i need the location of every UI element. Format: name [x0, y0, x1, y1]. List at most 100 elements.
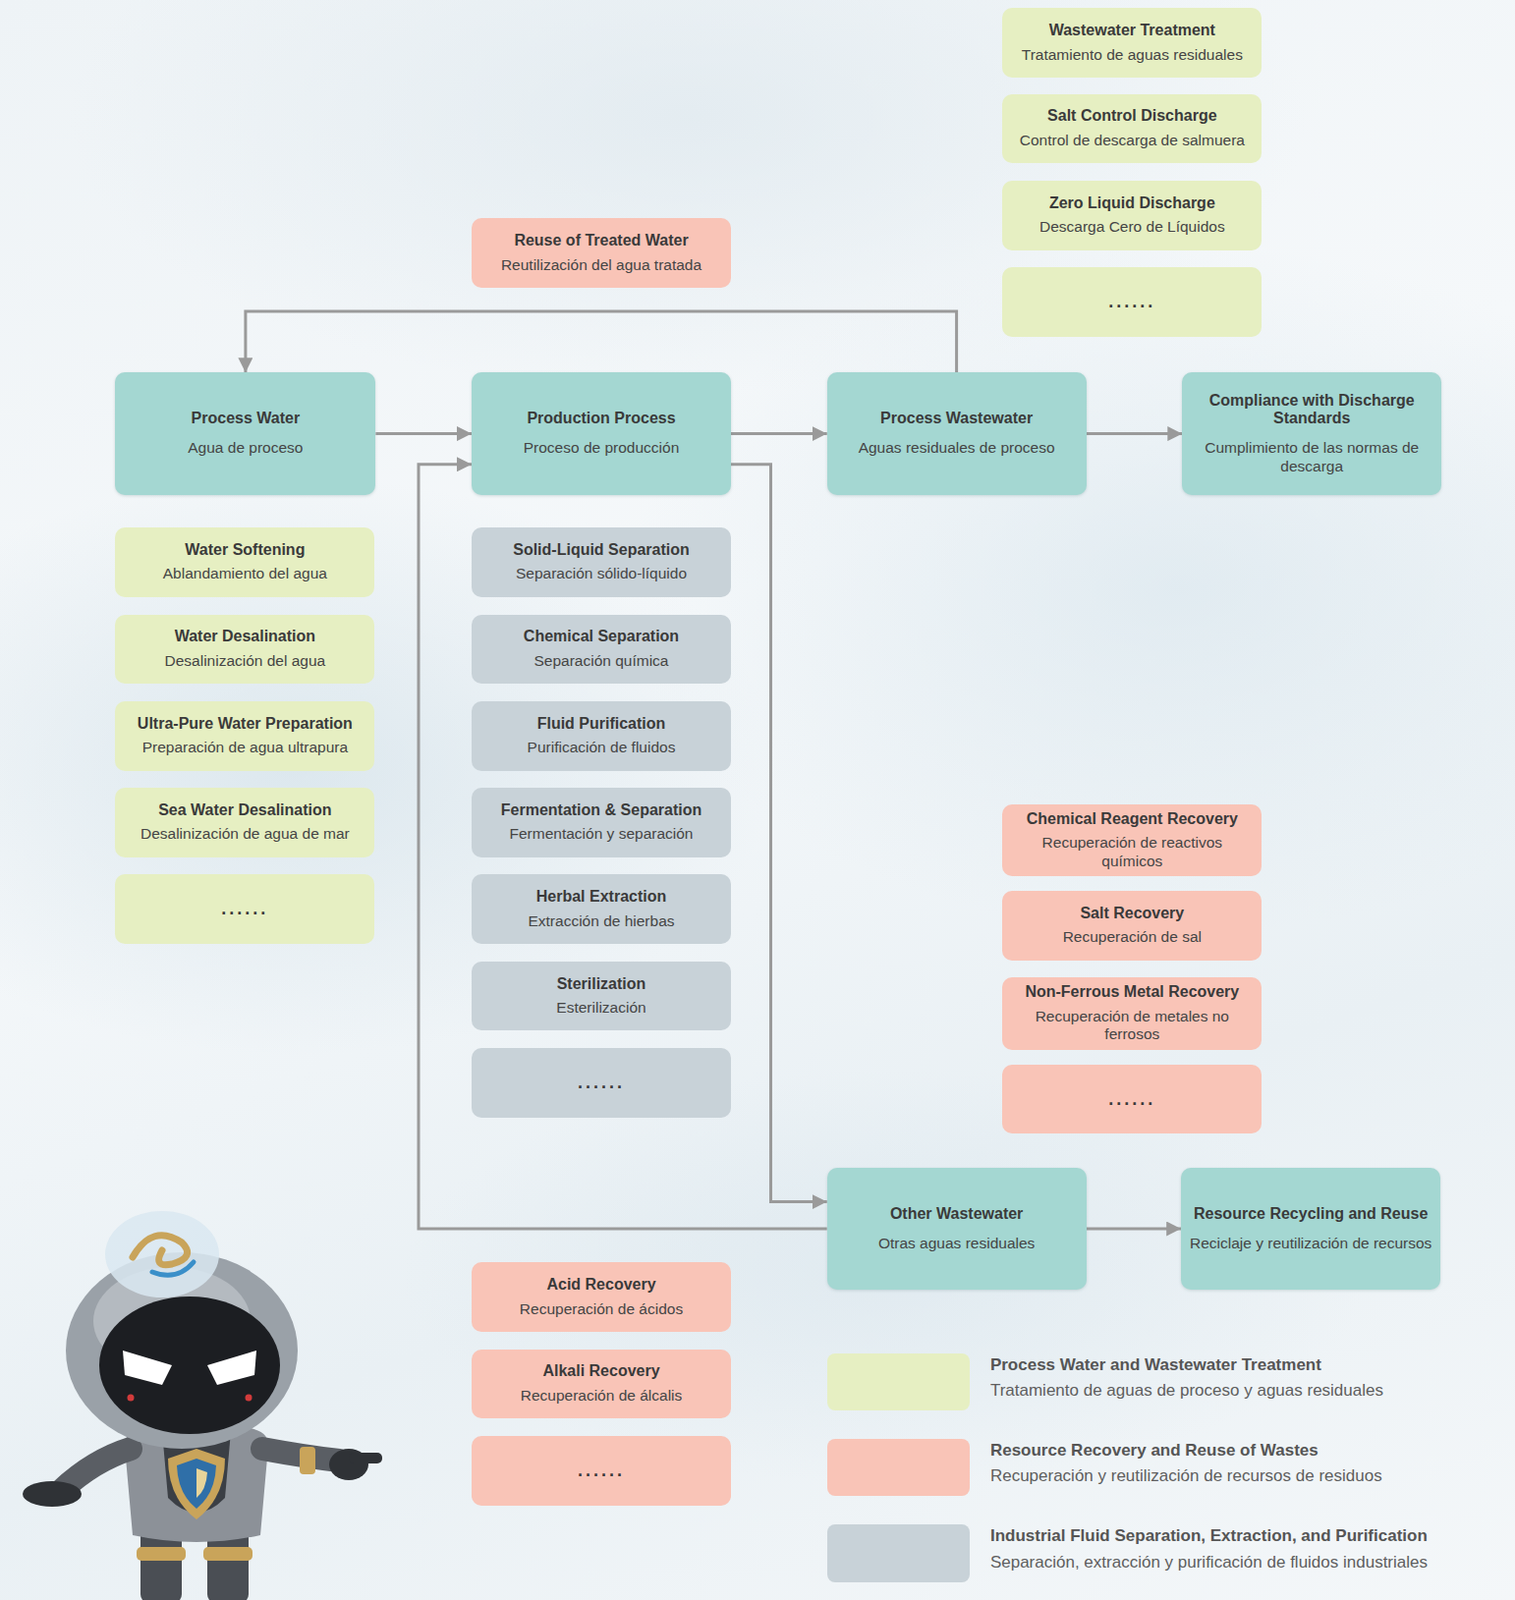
- box-subtitle: Recuperación de ácidos: [519, 1300, 683, 1320]
- box-heading: Water Softening: [184, 541, 305, 560]
- box-heading: Resource Recycling and Reuse: [1193, 1205, 1428, 1224]
- box-subtitle: Control de descarga de salmuera: [1019, 131, 1245, 151]
- resource-recovery-box: ......: [1002, 1065, 1262, 1135]
- box-heading: Zero Liquid Discharge: [1049, 194, 1216, 213]
- box-heading: Fluid Purification: [537, 715, 667, 733]
- box-heading: Alkali Recovery: [542, 1362, 660, 1381]
- robot-dome-swirl: [132, 1235, 188, 1266]
- resource-recovery-box: Non-Ferrous Metal RecoveryRecuperación d…: [1002, 977, 1262, 1051]
- robot-eye: [122, 1350, 172, 1386]
- robot-shield-mark: [196, 1468, 208, 1499]
- box-subtitle: Recuperación de metales no ferrosos: [1010, 1008, 1254, 1045]
- legend-swatch: [827, 1353, 970, 1411]
- resource-recovery-box: Reuse of Treated WaterReutilización del …: [471, 218, 731, 288]
- resource-recovery-box: Acid RecoveryRecuperación de ácidos: [471, 1262, 731, 1333]
- process-stage-box: Resource Recycling and ReuseReciclaje y …: [1180, 1168, 1441, 1291]
- robot-hand: [22, 1481, 82, 1508]
- box-subtitle: Esterilización: [556, 999, 646, 1018]
- robot-dome: [105, 1211, 220, 1298]
- separation-box: Fermentation & SeparationFermentación y …: [471, 787, 731, 858]
- box-subtitle: Descarga Cero de Líquidos: [1039, 218, 1226, 237]
- flow-arrow: [730, 464, 828, 1203]
- robot-shield-inner: [176, 1458, 217, 1510]
- box-subtitle: Separación química: [534, 652, 670, 672]
- box-heading: Wastewater Treatment: [1049, 21, 1216, 40]
- legend-translation: Recuperación y reutilización de recursos…: [990, 1466, 1508, 1487]
- legend-translation: Separación, extracción y purificación de…: [990, 1553, 1508, 1573]
- ellipsis-text: ......: [1108, 291, 1156, 313]
- box-subtitle: Aguas residuales de proceso: [858, 439, 1056, 458]
- legend-label: Industrial Fluid Separation, Extraction,…: [990, 1526, 1508, 1547]
- ellipsis-text: ......: [221, 898, 269, 920]
- box-subtitle: Recuperación de reactivos químicos: [1010, 834, 1254, 871]
- ellipsis-text: ......: [577, 1072, 625, 1094]
- flow-arrow: [730, 432, 828, 436]
- box-heading: Chemical Separation: [523, 627, 679, 646]
- box-heading: Salt Recovery: [1079, 904, 1184, 923]
- water-treatment-box: Ultra-Pure Water PreparationPreparación …: [114, 701, 375, 772]
- robot-light: [245, 1395, 253, 1403]
- box-heading: Compliance with Discharge Standards: [1189, 392, 1434, 429]
- box-heading: Process Water: [191, 409, 301, 428]
- robot-face: [99, 1296, 281, 1435]
- box-subtitle: Otras aguas residuales: [878, 1234, 1035, 1254]
- robot-mascot: [14, 1203, 389, 1600]
- robot-leg-band: [203, 1547, 253, 1562]
- box-heading: Non-Ferrous Metal Recovery: [1024, 983, 1239, 1002]
- robot-eye: [207, 1350, 257, 1386]
- robot-leg-band: [136, 1547, 186, 1562]
- box-subtitle: Cumplimiento de las normas de descarga: [1189, 439, 1434, 476]
- legend-swatch: [827, 1524, 970, 1582]
- resource-recovery-box: Alkali RecoveryRecuperación de álcalis: [471, 1349, 731, 1420]
- box-heading: Water Desalination: [174, 627, 316, 646]
- box-subtitle: Desalinización del agua: [165, 652, 327, 672]
- legend-label: Process Water and Wastewater Treatment: [990, 1355, 1508, 1376]
- legend-swatch: [827, 1439, 970, 1497]
- box-heading: Salt Control Discharge: [1047, 107, 1217, 125]
- robot-dome-swirl: [152, 1262, 194, 1276]
- separation-box: Chemical SeparationSeparación química: [471, 615, 731, 685]
- box-subtitle: Reutilización del agua tratada: [501, 256, 702, 276]
- box-subtitle: Ablandamiento del agua: [163, 564, 328, 584]
- robot-arm-band: [299, 1447, 316, 1475]
- box-subtitle: Extracción de hierbas: [527, 912, 674, 932]
- separation-box: Herbal ExtractionExtracción de hierbas: [471, 874, 731, 945]
- legend-label: Resource Recovery and Reuse of Wastes: [990, 1441, 1508, 1461]
- ellipsis-text: ......: [577, 1460, 625, 1482]
- box-heading: Sterilization: [557, 975, 647, 994]
- separation-box: ......: [471, 1048, 731, 1119]
- flow-arrow: [1086, 432, 1183, 436]
- box-subtitle: Recuperación de sal: [1063, 928, 1202, 948]
- robot-finger: [348, 1453, 383, 1464]
- ellipsis-text: ......: [1108, 1089, 1156, 1111]
- water-treatment-box: Sea Water DesalinationDesalinización de …: [114, 787, 375, 858]
- robot-arm: [61, 1449, 131, 1491]
- water-treatment-box: Zero Liquid DischargeDescarga Cero de Lí…: [1002, 180, 1262, 251]
- separation-box: SterilizationEsterilización: [471, 961, 731, 1032]
- box-subtitle: Preparación de agua ultrapura: [142, 738, 348, 758]
- flow-arrow: [1086, 1228, 1182, 1232]
- box-subtitle: Agua de proceso: [187, 439, 303, 458]
- box-heading: Other Wastewater: [890, 1205, 1023, 1224]
- process-stage-box: Process WastewaterAguas residuales de pr…: [827, 372, 1087, 496]
- box-subtitle: Fermentación y separación: [509, 825, 694, 844]
- box-heading: Reuse of Treated Water: [513, 231, 688, 250]
- box-heading: Acid Recovery: [546, 1276, 656, 1294]
- resource-recovery-box: Chemical Reagent RecoveryRecuperación de…: [1002, 804, 1262, 878]
- box-heading: Fermentation & Separation: [501, 801, 702, 820]
- process-stage-box: Other WastewaterOtras aguas residuales: [827, 1168, 1087, 1291]
- separation-box: Fluid PurificationPurificación de fluido…: [471, 701, 731, 772]
- box-subtitle: Tratamiento de aguas residuales: [1021, 46, 1243, 65]
- flow-arrow: [245, 311, 957, 373]
- water-treatment-box: ......: [114, 874, 375, 945]
- legend-translation: Tratamiento de aguas de proceso y aguas …: [990, 1381, 1508, 1402]
- box-heading: Chemical Reagent Recovery: [1026, 810, 1238, 829]
- process-stage-box: Production ProcessProceso de producción: [471, 372, 731, 496]
- box-subtitle: Proceso de producción: [523, 439, 680, 458]
- water-treatment-box: Water SofteningAblandamiento del agua: [114, 527, 375, 598]
- box-heading: Herbal Extraction: [536, 888, 667, 906]
- box-heading: Production Process: [526, 409, 675, 428]
- box-subtitle: Reciclaje y reutilización de recursos: [1189, 1234, 1432, 1254]
- box-heading: Ultra-Pure Water Preparation: [137, 715, 353, 733]
